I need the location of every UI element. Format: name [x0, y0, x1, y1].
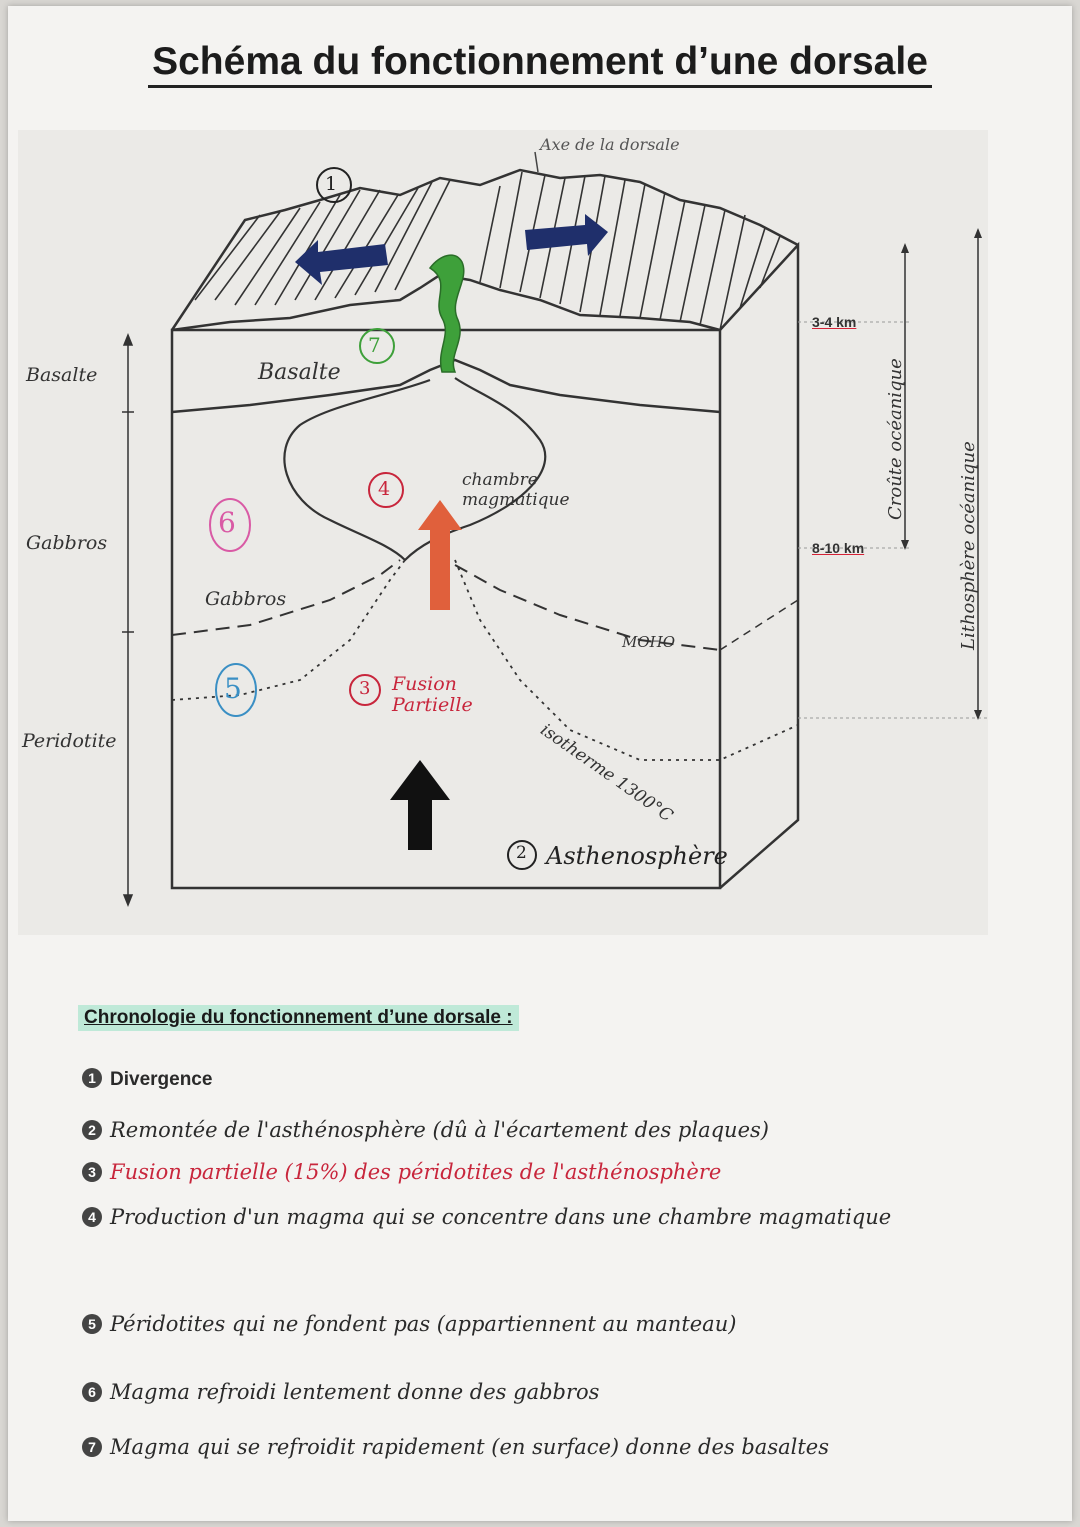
asthenosphere-rise-arrow	[390, 760, 450, 850]
moho-side	[719, 599, 799, 651]
depth-8-10-km: 8-10 km	[812, 540, 865, 556]
marker-6-circle	[209, 498, 251, 552]
inner-label-moho: MOHO	[622, 633, 676, 651]
isotherm-left	[171, 559, 406, 701]
marker-4: 4	[378, 478, 391, 500]
marker-5-circle	[215, 663, 257, 717]
axis-pointer-line	[534, 151, 539, 173]
marker-2-circle	[507, 840, 537, 870]
marker-6: 6	[218, 506, 236, 539]
block-right-face	[719, 241, 800, 889]
top-relief-back	[170, 168, 799, 331]
marker-5: 5	[224, 672, 242, 705]
moho-left	[171, 559, 401, 636]
chronology-heading: Chronologie du fonctionnement d’une dors…	[78, 1005, 519, 1031]
left-layer-peridotite: Peridotite	[22, 730, 117, 752]
marker-circles	[209, 167, 537, 870]
ridge-axis-label: Axe de la dorsale	[540, 135, 680, 154]
right-depth-markers	[798, 228, 990, 720]
inner-label-gabbros: Gabbros	[205, 588, 287, 610]
page-title: Schéma du fonctionnement d’une dorsale	[0, 40, 1080, 88]
depth-3-4-km: 3-4 km	[812, 314, 857, 330]
magma-chamber	[283, 377, 547, 562]
marker-7-circle	[359, 328, 395, 364]
inner-label-chambre: chambre magmatique	[462, 470, 570, 510]
marker-4-circle	[368, 472, 404, 508]
marker-1-circle	[316, 167, 352, 203]
marker-3: 3	[359, 678, 371, 699]
left-depth-scale	[122, 332, 134, 908]
magma-rise-arrow	[418, 500, 462, 610]
ridge-diagram	[18, 130, 990, 935]
isotherm-right	[454, 559, 799, 761]
marker-3-circle	[349, 674, 381, 706]
diagram-background	[18, 130, 988, 935]
label-croute-oceanique: Croûte océanique	[885, 358, 906, 520]
left-layer-gabbros: Gabbros	[26, 532, 108, 554]
left-layer-basalte: Basalte	[26, 364, 98, 386]
moho-right	[454, 564, 721, 651]
label-lithosphere-oceanique: Lithosphère océanique	[958, 441, 979, 650]
arrow-right-plate	[525, 214, 608, 256]
basalt-feeder-dike	[428, 254, 465, 373]
inner-label-fusion: Fusion Partielle	[392, 673, 473, 716]
marker-1: 1	[325, 173, 338, 195]
surface-hatching	[194, 171, 781, 331]
marker-7: 7	[368, 333, 381, 357]
basalt-gabbro-boundary	[171, 358, 721, 414]
inner-label-basalte: Basalte	[258, 360, 341, 385]
arrow-left-plate	[295, 240, 388, 285]
marker-2: 2	[516, 843, 527, 863]
inner-label-asthenosphere: Asthenosphère	[546, 842, 728, 870]
